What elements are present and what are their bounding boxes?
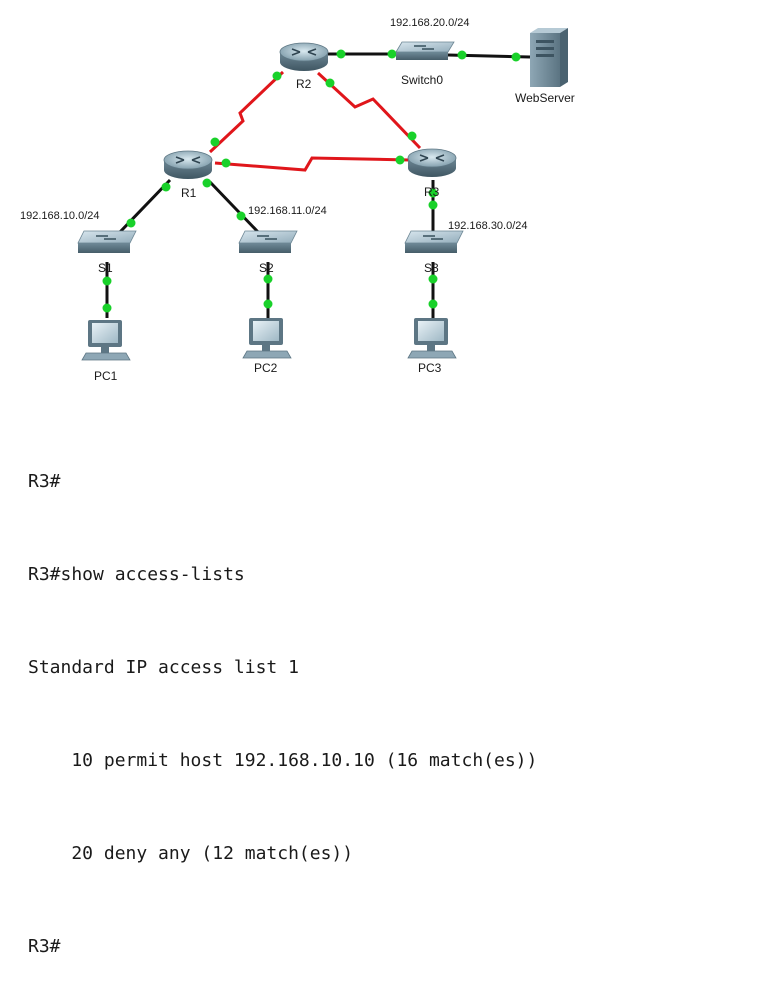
serial-link-r1-r2[interactable] [208,70,285,154]
link-status-dots [102,49,521,313]
switch-icon [395,41,455,60]
router-r2[interactable] [279,42,329,71]
network-label-192-168-11: 192.168.11.0/24 [248,205,327,217]
pc-icon [407,318,457,359]
link-up-dot [263,274,273,284]
device-label-r1: R1 [181,186,197,200]
link-up-dot [511,52,521,62]
link-up-dot [272,71,282,81]
cli-output: R3# R3#show access-lists Standard IP acc… [28,404,758,993]
cli-line: R3# [28,471,61,492]
device-label-s1: S1 [98,261,113,275]
link-up-dot [428,274,438,284]
webserver[interactable] [530,28,568,87]
cli-line: Standard IP access list 1 [28,657,299,678]
labels: 192.168.20.0/24 192.168.10.0/24 192.168.… [20,17,575,383]
pc-icon [81,320,131,361]
link-up-dot [263,299,273,309]
network-label-192-168-30: 192.168.30.0/24 [448,220,528,232]
device-label-s2: S2 [259,261,274,275]
network-label-192-168-10: 192.168.10.0/24 [20,210,100,222]
switch-switch0[interactable] [395,41,455,60]
link-up-dot [126,218,136,228]
link-up-dot [221,158,231,168]
device-label-pc2: PC2 [254,361,278,375]
link-up-dot [387,49,397,59]
router-r3[interactable] [407,148,457,177]
device-label-pc3: PC3 [418,361,442,375]
switch-icon [238,230,298,253]
server-icon [530,28,568,87]
ethernet-link-r1-s2[interactable] [208,180,260,234]
router-r1[interactable] [163,150,213,179]
pc-icon [242,318,292,359]
link-up-dot [395,155,405,165]
cables [105,52,531,318]
link-up-dot [428,188,438,198]
switch-s3[interactable] [404,230,464,253]
link-up-dot [236,211,246,221]
link-up-dot [102,303,112,313]
link-up-dot [202,178,212,188]
cli-line: 10 permit host 192.168.10.10 (16 match(e… [28,750,538,771]
link-up-dot [161,182,171,192]
switch-icon [77,230,137,253]
link-up-dot [457,50,467,60]
router-icon [407,148,457,177]
pc-pc3[interactable] [407,318,457,359]
device-label-pc1: PC1 [94,369,118,383]
pc-pc2[interactable] [242,318,292,359]
device-label-r2: R2 [296,77,312,91]
device-label-switch0: Switch0 [401,73,443,87]
link-up-dot [102,276,112,286]
link-up-dot [407,131,417,141]
link-up-dot [325,78,335,88]
link-up-dot [336,49,346,59]
cli-line: 20 deny any (12 match(es)) [28,843,354,864]
switch-s2[interactable] [238,230,298,253]
device-label-s3: S3 [424,261,439,275]
cli-line: R3#show access-lists [28,564,245,585]
router-icon [163,150,213,179]
switch-icon [404,230,464,253]
device-label-r3: R3 [424,185,440,199]
link-up-dot [210,137,220,147]
switch-s1[interactable] [77,230,137,253]
pc-pc1[interactable] [81,320,131,361]
link-up-dot [428,200,438,210]
serial-link-r1-r3[interactable] [214,156,411,172]
serial-link-r2-r3[interactable] [316,71,422,150]
cli-line: R3# [28,936,61,957]
network-label-192-168-20: 192.168.20.0/24 [390,17,470,29]
router-icon [279,42,329,71]
network-topology-diagram: 192.168.20.0/24 192.168.10.0/24 192.168.… [20,17,575,383]
link-up-dot [428,299,438,309]
device-label-webserver: WebServer [515,91,575,105]
